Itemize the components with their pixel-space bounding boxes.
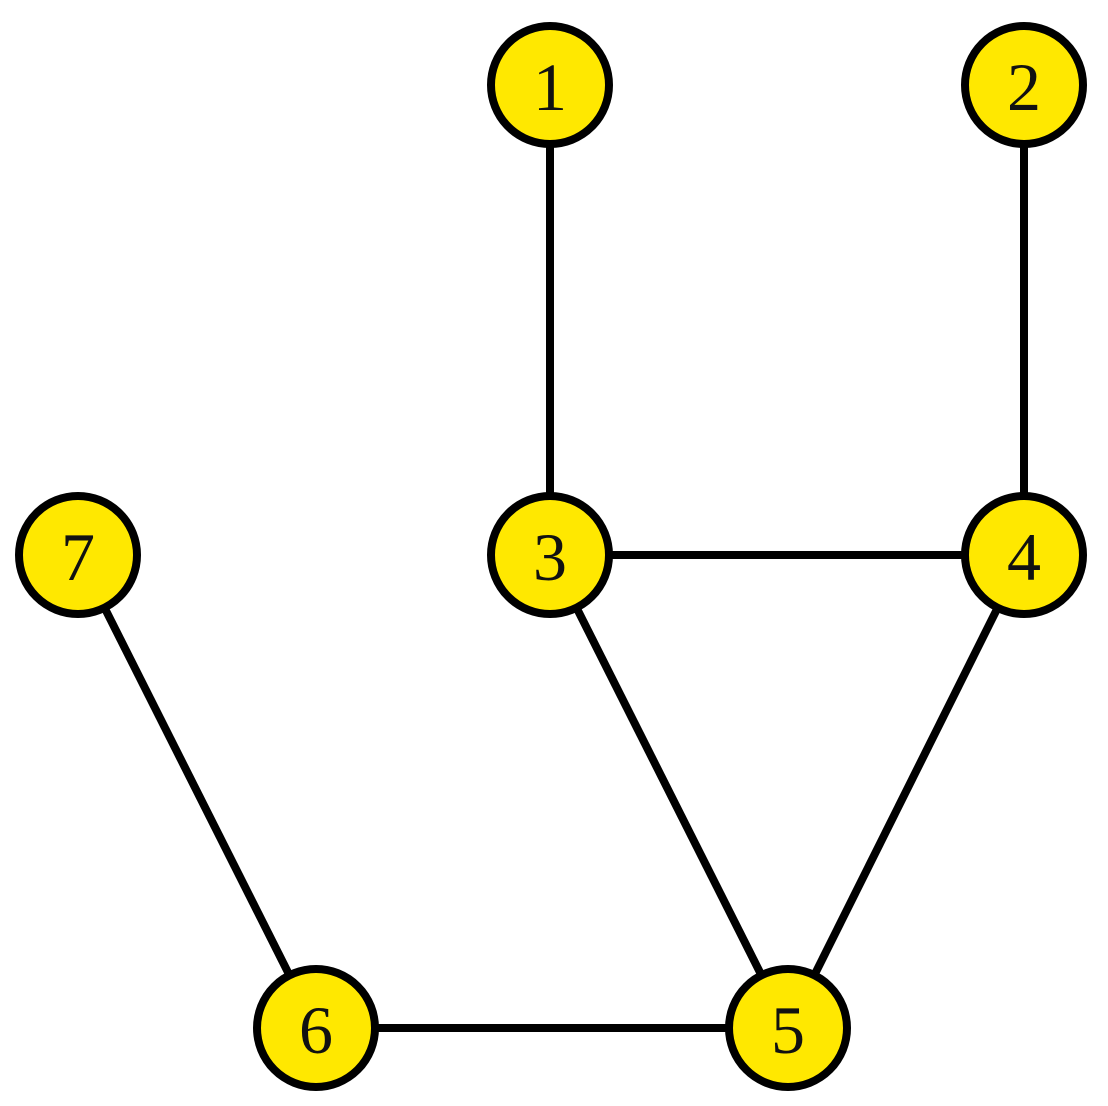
graph-node-1[interactable]: 1 [487, 22, 613, 148]
edge-layer [74, 85, 1028, 1032]
graph-node-label-5: 5 [771, 992, 805, 1068]
graph-edge-7-6[interactable] [74, 553, 320, 1030]
graph-node-circle-2[interactable] [961, 22, 1087, 148]
graph-node-label-7: 7 [61, 519, 95, 595]
graph-node-circle-6[interactable] [253, 965, 379, 1091]
graph-node-circle-5[interactable] [725, 965, 851, 1091]
graph-node-4[interactable]: 4 [961, 492, 1087, 618]
graph-edge-3-5[interactable] [546, 553, 792, 1030]
graph-node-label-2: 2 [1007, 49, 1041, 125]
graph-node-circle-4[interactable] [961, 492, 1087, 618]
node-layer: 1 2 3 4 5 6 7 [15, 22, 1087, 1091]
graph-edge-4-5[interactable] [784, 553, 1028, 1030]
graph-node-circle-3[interactable] [487, 492, 613, 618]
graph-node-7[interactable]: 7 [15, 492, 141, 618]
graph-node-6[interactable]: 6 [253, 965, 379, 1091]
graph-node-label-3: 3 [533, 519, 567, 595]
graph-node-label-1: 1 [533, 49, 567, 125]
graph-node-3[interactable]: 3 [487, 492, 613, 618]
graph-node-2[interactable]: 2 [961, 22, 1087, 148]
graph-node-circle-1[interactable] [487, 22, 613, 148]
graph-node-circle-7[interactable] [15, 492, 141, 618]
graph-node-label-4: 4 [1007, 519, 1041, 595]
graph-node-5[interactable]: 5 [725, 965, 851, 1091]
graph-node-label-6: 6 [299, 992, 333, 1068]
